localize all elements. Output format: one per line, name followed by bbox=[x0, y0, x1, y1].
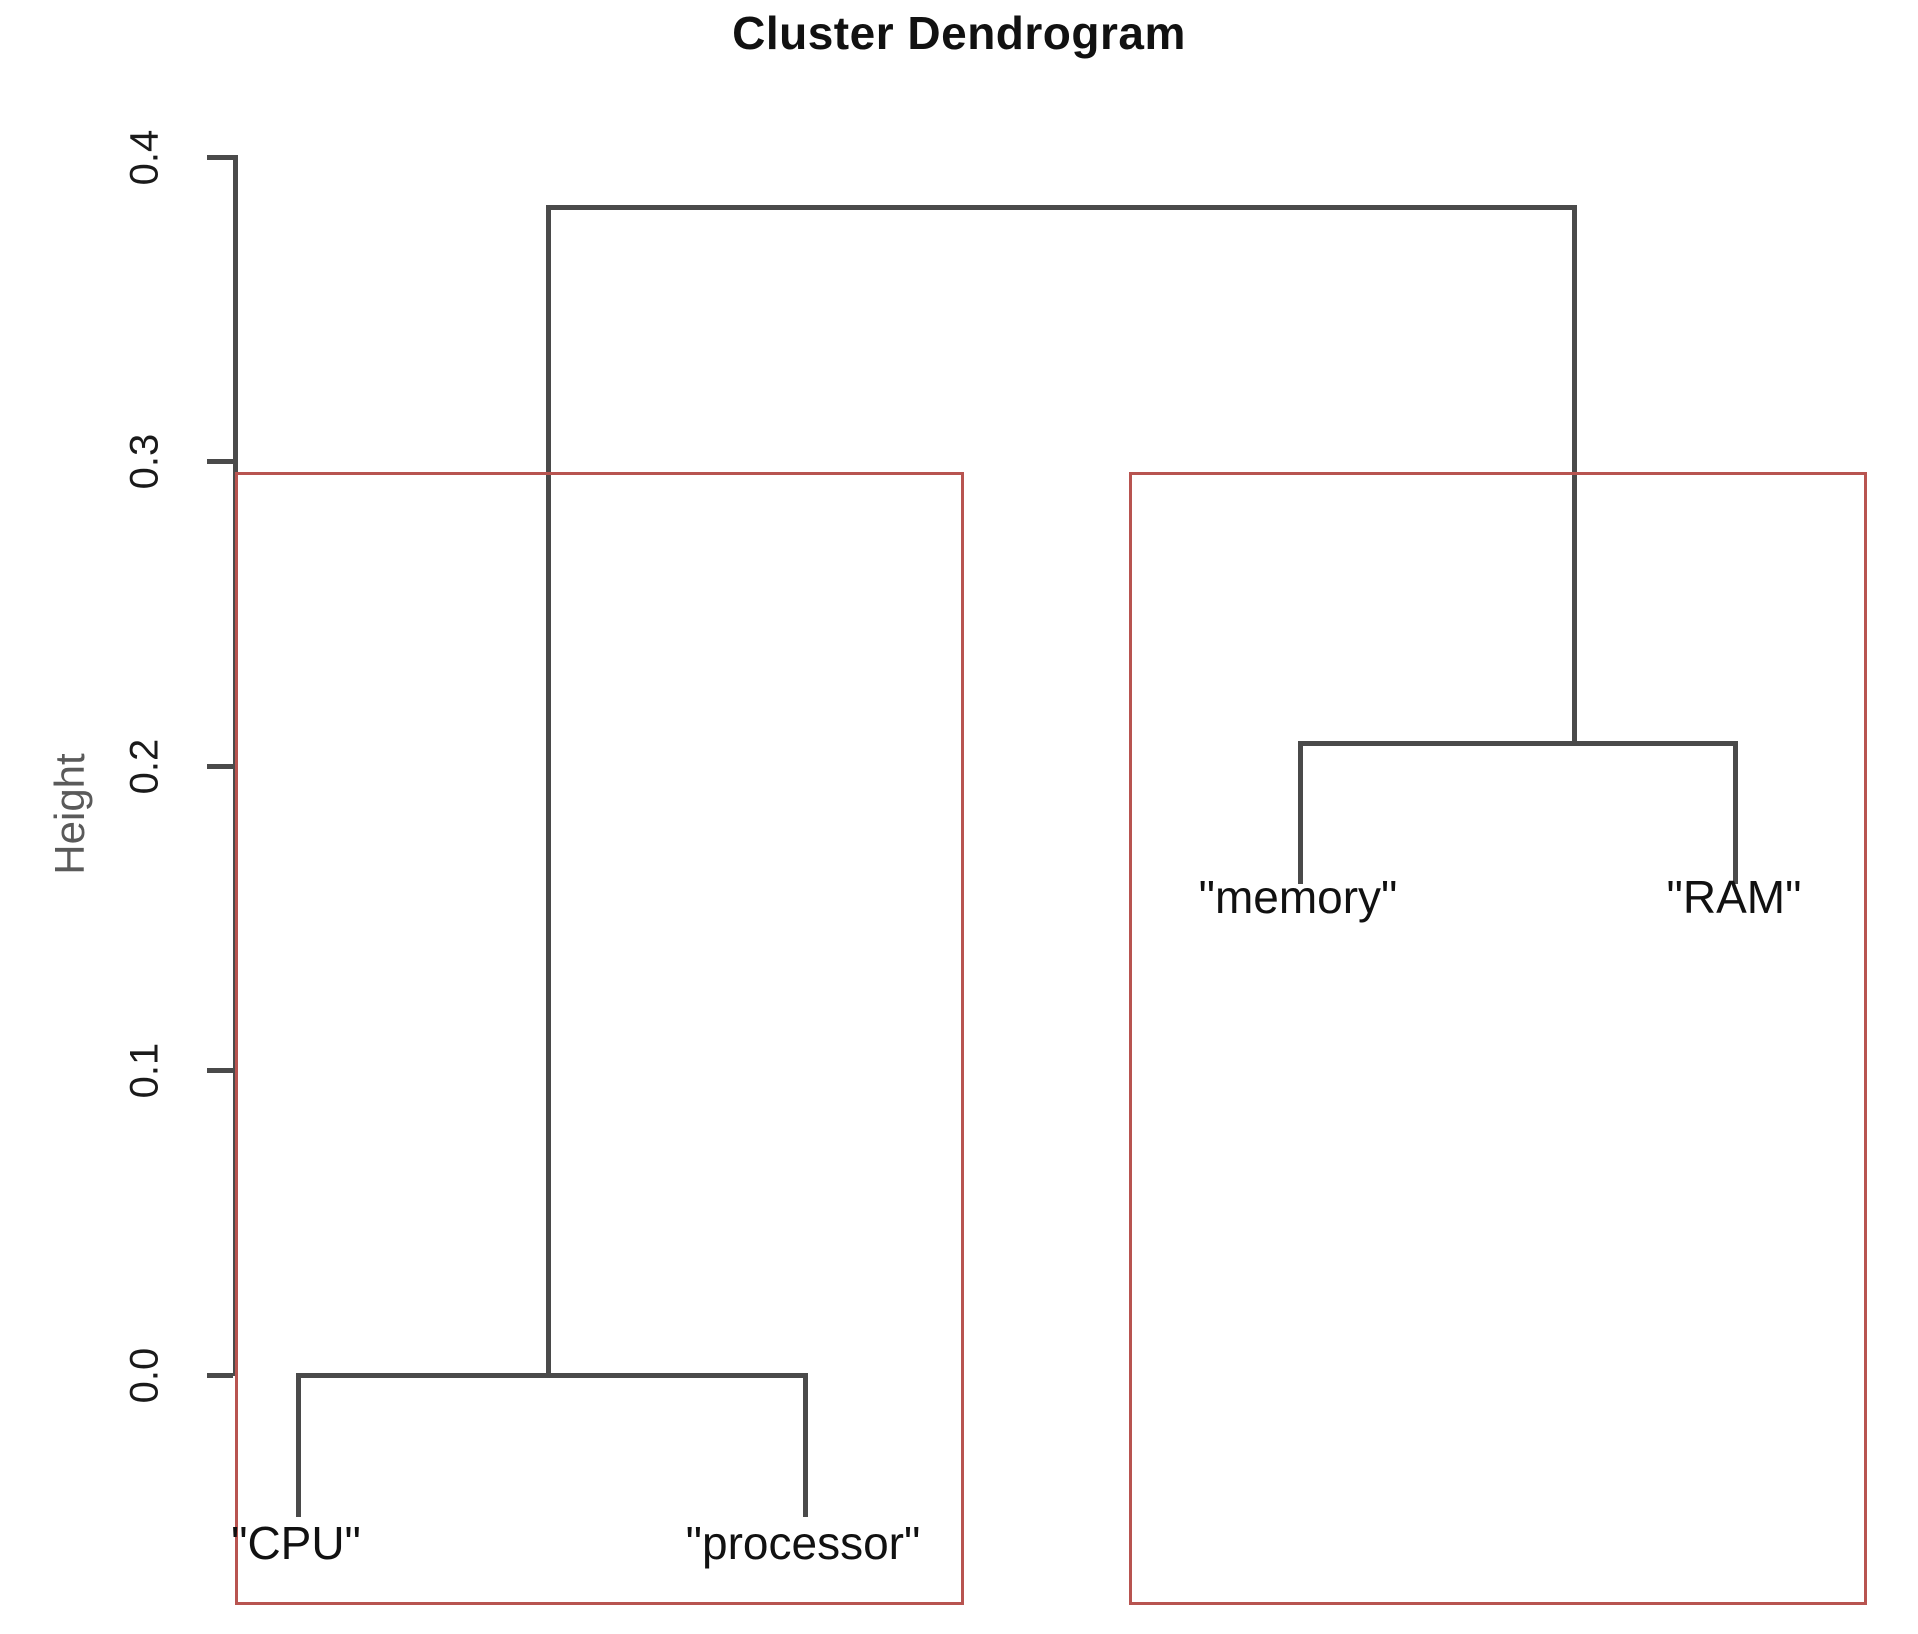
cluster-box-2-bottom bbox=[1129, 1602, 1867, 1605]
dendro-leaf-stem-memory bbox=[1298, 741, 1303, 884]
y-axis-tick-0.4 bbox=[207, 155, 233, 160]
y-axis-tick-label-0.4: 0.4 bbox=[122, 129, 167, 186]
y-axis-tick-label-0.1: 0.1 bbox=[122, 1042, 167, 1099]
page-title: Cluster Dendrogram bbox=[732, 7, 1186, 59]
y-axis-tick-0.2 bbox=[207, 764, 233, 769]
dendro-merge-root-left-stem bbox=[546, 205, 551, 1376]
dendro-leaf-stem-processor bbox=[803, 1373, 808, 1517]
dendro-leaf-stem-ram bbox=[1733, 741, 1738, 884]
leaf-label-memory: "memory" bbox=[1198, 871, 1398, 923]
y-axis-tick-label-0.2: 0.2 bbox=[122, 738, 167, 795]
cluster-box-2 bbox=[1129, 472, 1867, 1605]
cluster-box-1 bbox=[235, 472, 964, 1605]
leaf-label-ram: "RAM" bbox=[1666, 871, 1802, 923]
y-axis-label: Height bbox=[46, 753, 93, 875]
dendro-merge-root-bar bbox=[546, 205, 1577, 210]
dendro-leaf-stem-cpu bbox=[296, 1373, 301, 1517]
y-axis-tick-0.1 bbox=[207, 1068, 233, 1073]
dendro-merge-memory-ram-bar bbox=[1298, 741, 1738, 746]
dendro-merge-cpu-processor-bar bbox=[296, 1373, 808, 1378]
y-axis-tick-0.0 bbox=[207, 1373, 233, 1378]
leaf-label-processor: "processor" bbox=[685, 1517, 921, 1569]
y-axis-tick-label-0.3: 0.3 bbox=[122, 433, 167, 490]
y-axis-tick-0.3 bbox=[207, 459, 233, 464]
cluster-box-1-bottom bbox=[235, 1602, 964, 1605]
leaf-label-cpu: "CPU" bbox=[231, 1517, 361, 1569]
y-axis-tick-label-0.0: 0.0 bbox=[122, 1347, 167, 1404]
